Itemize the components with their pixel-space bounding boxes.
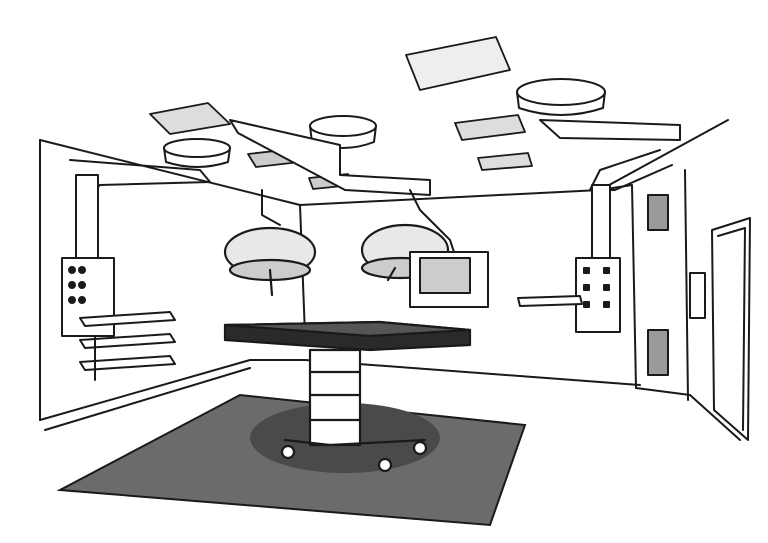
ceiling-panels <box>150 37 532 189</box>
left-equipment-pendant <box>62 160 210 380</box>
door <box>712 218 750 440</box>
surgical-light-arms <box>230 120 680 255</box>
surgical-lights <box>225 225 448 295</box>
right-wall-panels <box>648 195 750 440</box>
operating-table <box>225 322 470 471</box>
wall-monitor <box>410 252 488 307</box>
right-equipment-pendant <box>518 185 620 332</box>
ceiling-mounts <box>164 79 605 167</box>
